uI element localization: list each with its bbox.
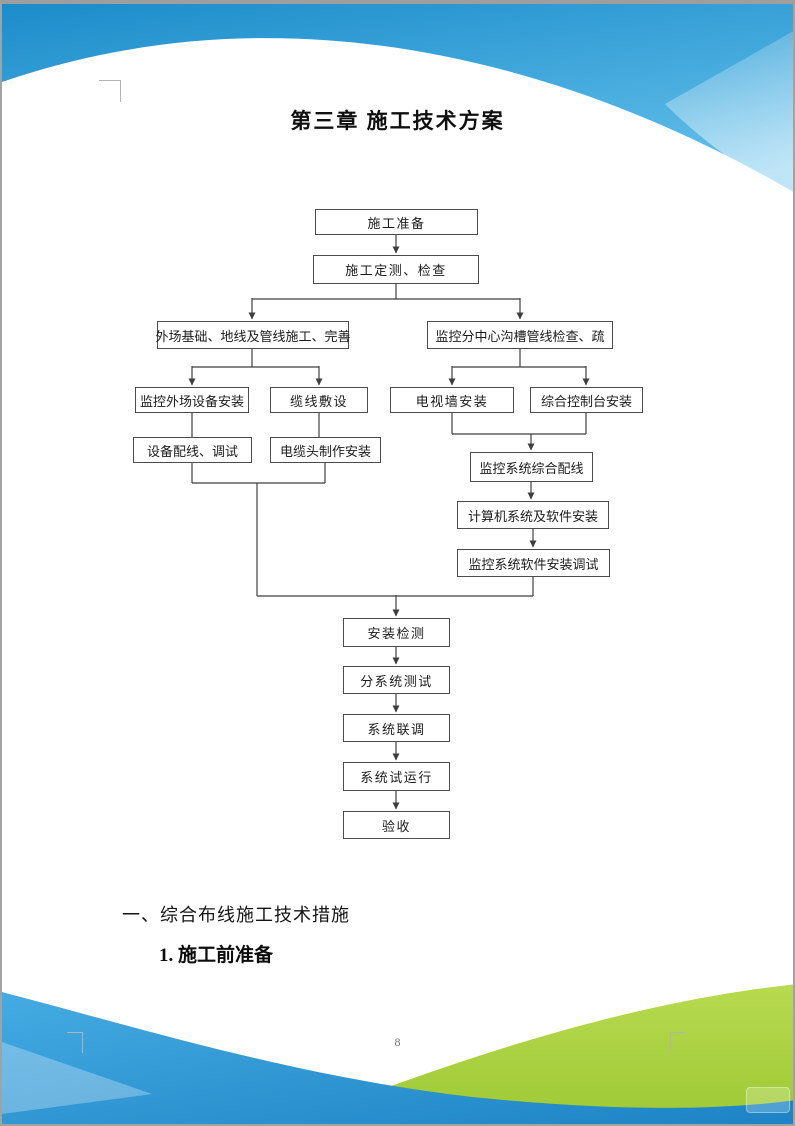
page-title: 第三章 施工技术方案 — [290, 109, 505, 133]
flow-node-console-install: 综合控制台安装 — [530, 387, 643, 413]
corner-mark-top-left — [99, 80, 121, 102]
flow-node-equipment-wiring-debug: 设备配线、调试 — [133, 437, 252, 463]
flow-node-tv-wall-install: 电视墙安装 — [390, 387, 514, 413]
flow-node-monitor-software-debug: 监控系统软件安装调试 — [457, 549, 610, 577]
subsection-heading: 1. 施工前准备 — [159, 945, 274, 966]
page-number: 8 — [394, 1035, 401, 1049]
flow-node-cable-head-make-install: 电缆头制作安装 — [270, 437, 381, 463]
flow-node-system-joint-debug: 系统联调 — [343, 714, 450, 742]
footer-blue-wave — [2, 992, 793, 1124]
flow-node-subcenter-trench-check: 监控分中心沟槽管线检查、疏 — [427, 321, 613, 349]
footer-green-wave — [278, 984, 793, 1124]
section-heading: 一、综合布线施工技术措施 — [122, 905, 350, 925]
flow-node-field-foundation-pipeline: 外场基础、地线及管线施工、完善 — [156, 321, 351, 349]
flow-node-installation-inspection: 安装检测 — [343, 618, 450, 647]
flow-node-monitor-system-wiring: 监控系统综合配线 — [470, 452, 593, 482]
flow-node-acceptance: 验收 — [343, 811, 450, 839]
flow-node-field-equipment-install: 监控外场设备安装 — [135, 387, 249, 413]
watermark-badge — [746, 1087, 790, 1113]
flow-node-computer-software-install: 计算机系统及软件安装 — [457, 501, 609, 529]
flow-node-construction-preparation: 施工准备 — [315, 209, 478, 235]
flow-node-survey-inspection: 施工定测、检查 — [313, 255, 479, 284]
flow-node-cable-laying: 缆线敷设 — [270, 387, 368, 413]
flow-node-system-trial-run: 系统试运行 — [343, 762, 450, 791]
footer-decoration — [2, 984, 793, 1124]
flow-node-subsystem-test: 分系统测试 — [343, 666, 450, 694]
